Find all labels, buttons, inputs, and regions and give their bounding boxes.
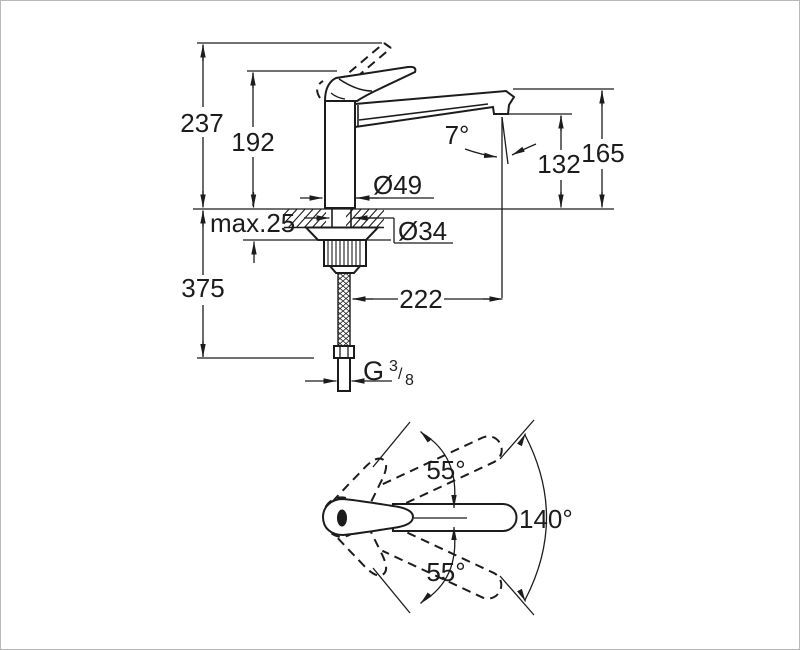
dim-165-label: 165 (581, 138, 624, 168)
handle-top-view (321, 497, 415, 537)
supply-hose (337, 272, 351, 347)
dim-dia49: Ø49 (300, 170, 434, 201)
dim-192: 192 (231, 72, 275, 208)
handle-lever (323, 65, 417, 102)
handle-rotated-down-dashed (322, 496, 388, 577)
dim-237: 237 (180, 44, 224, 208)
dim-192-label: 192 (231, 127, 274, 157)
nut-taper (327, 265, 363, 274)
mounting-washer (303, 226, 381, 241)
spout-bevel-line (358, 103, 489, 121)
dim-dia34: Ø34 (304, 215, 453, 246)
swivel-lower-label: 55° (426, 557, 465, 587)
dim-222: 222 (352, 284, 503, 314)
dim-375: 375 (181, 210, 225, 357)
dim-dia34-label: Ø34 (398, 216, 447, 246)
thread-slash-label: / (398, 366, 403, 383)
lever-raised-dashed (316, 42, 392, 99)
swivel-arc-140 (517, 433, 548, 602)
spout (354, 89, 516, 129)
mounting-hardware (303, 209, 381, 392)
handle-rotated-up-dashed (323, 457, 388, 538)
swivel-upper-label: 55° (426, 455, 465, 485)
handle-detail-line (338, 78, 373, 92)
dim-237-label: 237 (180, 108, 223, 138)
dim-132-label: 132 (537, 149, 580, 179)
swivel-extension-lines (372, 419, 535, 616)
angle-leader-right (511, 143, 537, 156)
dim-thread-g38: G 3 / 8 (305, 356, 414, 389)
mounting-nut-ribs (327, 241, 361, 265)
stream-angled-line (501, 116, 509, 165)
dim-132: 132 (537, 115, 581, 208)
extension-lines (193, 42, 614, 359)
spout-rotated-up-dashed (382, 435, 503, 510)
thread-connector (337, 357, 351, 392)
dim-dia49-label: Ø49 (373, 170, 422, 200)
dim-max25-label: max.25 (210, 208, 295, 238)
handle-hole-detail (337, 509, 347, 527)
faucet-side-view: 237 192 165 132 (180, 42, 625, 392)
thread-numerator-label: 3 (389, 358, 398, 375)
thread-denominator-label: 8 (405, 372, 414, 389)
swivel-dashed-positions (322, 435, 503, 600)
dim-max25: max.25 (210, 208, 295, 263)
dim-222-label: 222 (399, 284, 442, 314)
hose-fitting (333, 345, 355, 359)
swivel-arc-lower-55 (420, 527, 457, 604)
faucet-top-view-swivel: 55° 140° 55° (321, 419, 573, 616)
swivel-arc-upper-55 (420, 431, 457, 508)
spout-rotated-down-dashed (381, 525, 503, 600)
thread-prefix-label: G (363, 356, 384, 386)
angle-leader-left (464, 148, 498, 158)
faucet-body (324, 100, 356, 209)
mounting-nut (323, 239, 367, 267)
swivel-total-label: 140° (519, 504, 573, 534)
dim-angle7-label: 7° (445, 120, 470, 150)
outlet-angle-construction (464, 116, 537, 298)
dim-165: 165 (581, 90, 625, 208)
handle-detail-line-2 (330, 92, 346, 100)
dim-375-label: 375 (181, 273, 224, 303)
faucet-outline (316, 42, 516, 209)
